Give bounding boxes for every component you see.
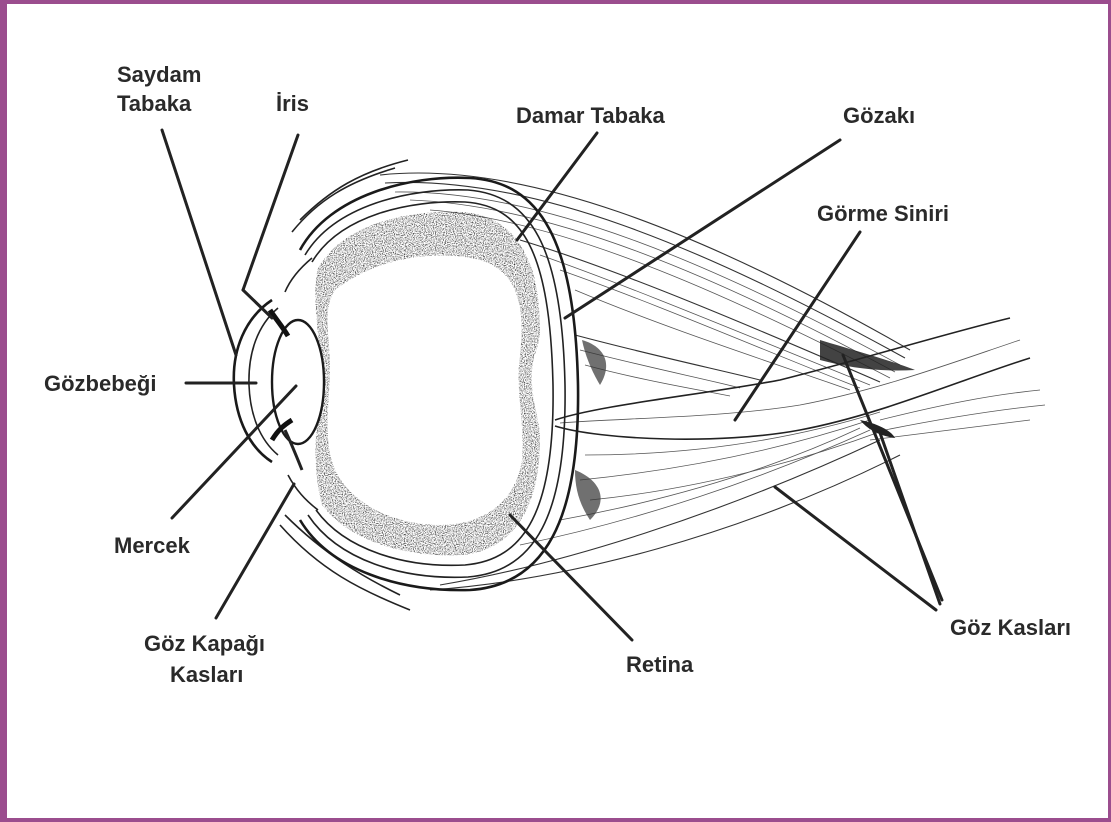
leader-gorme-siniri <box>735 232 860 420</box>
label-goz-kapagi-line1: Göz Kapağı <box>144 631 265 656</box>
eyeball <box>234 178 578 590</box>
leader-goz-kapagi <box>216 484 294 618</box>
leader-saydam-tabaka <box>162 130 236 355</box>
label-gozaki: Gözakı <box>843 103 915 128</box>
leader-goz-kaslari-c <box>879 430 940 604</box>
label-saydam-tabaka-line2: Tabaka <box>117 91 192 116</box>
label-gorme-siniri: Görme Siniri <box>817 201 949 226</box>
label-saydam-tabaka-line1: Saydam <box>117 62 201 87</box>
leader-gozaki <box>565 140 840 318</box>
label-mercek: Mercek <box>114 533 191 558</box>
label-iris: İris <box>276 91 309 116</box>
leader-goz-kaslari-b <box>775 487 936 610</box>
leader-iris <box>243 135 298 290</box>
label-goz-kaslari: Göz Kasları <box>950 615 1071 640</box>
label-damar-tabaka: Damar Tabaka <box>516 103 666 128</box>
leader-mercek <box>172 386 296 518</box>
label-goz-kapagi-line2: Kasları <box>170 662 243 687</box>
label-retina: Retina <box>626 652 694 677</box>
label-gozbebegi: Gözbebeği <box>44 371 156 396</box>
